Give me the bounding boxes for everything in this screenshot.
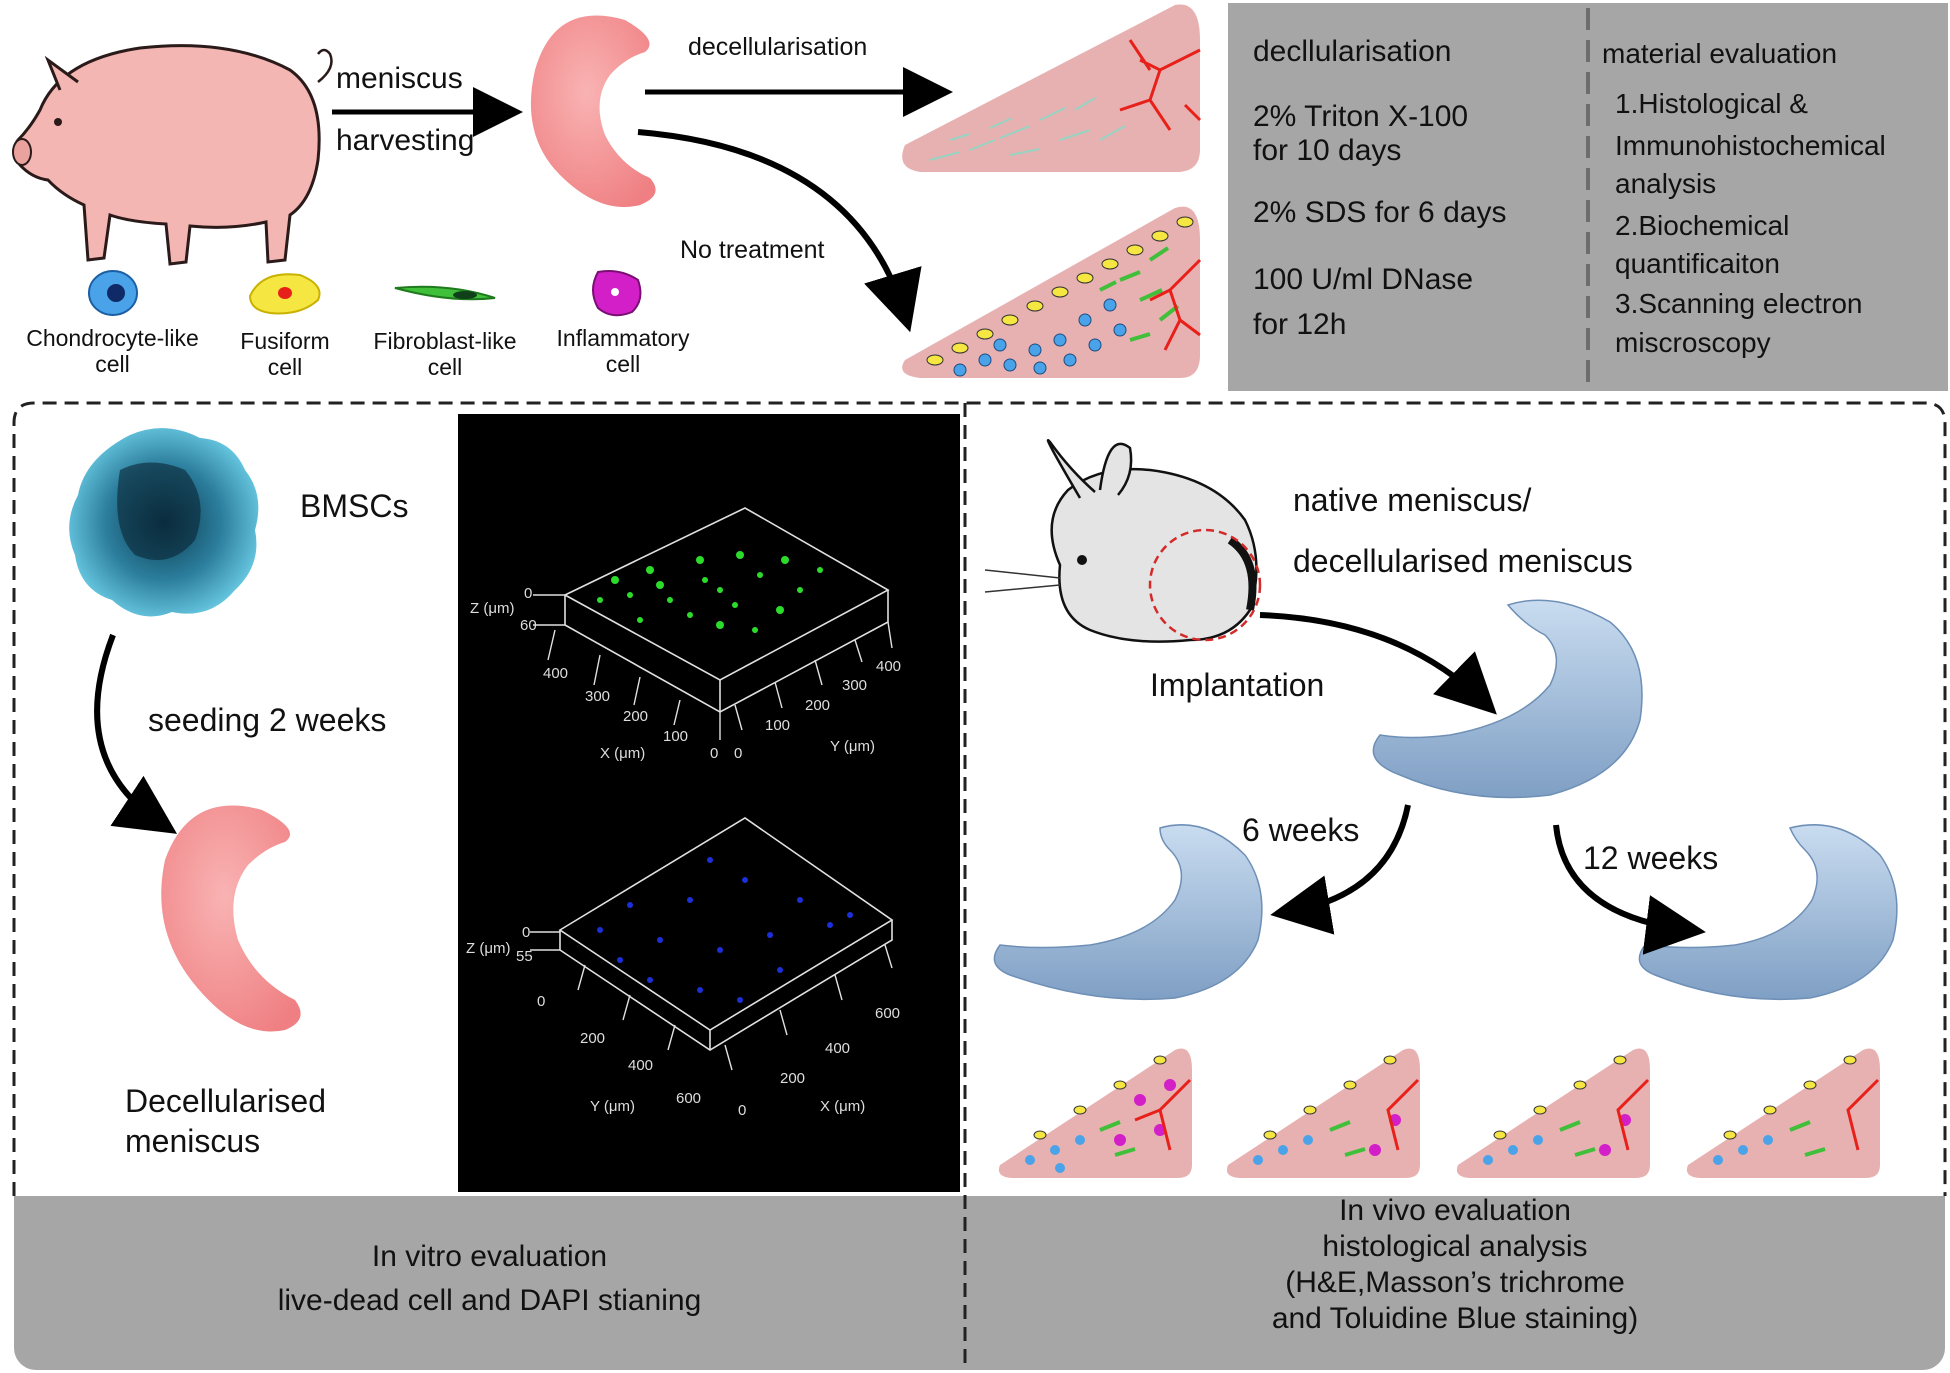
protocol-left-item: for 10 days [1253,134,1402,167]
protocol-right-item: 1.Histological & [1615,88,1808,119]
histology-wedge-2 [1226,1048,1420,1178]
plot2-y-tick: 0 [738,1102,747,1119]
plot1-y-tick: 0 [734,745,743,762]
confocal-image-panel [458,414,960,1192]
rabbit-knee-highlight [1148,528,1262,642]
seeding-label: seeding 2 weeks [148,702,387,738]
twelve-weeks-arrow [1553,824,1706,955]
plot2-y-axis-label: Y (μm) [590,1098,636,1115]
six-weeks-arrow [1270,804,1411,935]
protocol-right-item: Immunohistochemical [1615,130,1886,161]
plot2-y-tick: 600 [676,1090,702,1107]
plot2-x-tick: 600 [875,1005,901,1022]
plot1-z-tick: 60 [520,617,537,634]
protocol-left-item: 100 U/ml DNase [1253,263,1474,296]
plot1-y-tick: 400 [876,658,902,675]
protocol-right-item: quantificaiton [1615,248,1781,279]
implant-meniscus-12-weeks [1638,824,1898,1001]
plot2-y-tick: 400 [628,1057,654,1074]
plot2-x-tick: 200 [780,1070,806,1087]
top-meniscus [530,15,656,207]
protocol-right-item: analysis [1615,168,1717,199]
twelve-weeks-label: 12 weeks [1583,840,1719,876]
decellularised-meniscus-label-line1: Decellularised [125,1083,326,1119]
native-tissue-wedge [902,206,1202,378]
histology-wedge-4 [1686,1048,1880,1178]
seeding-arrow [94,633,178,834]
plot2-x-axis-label: X (μm) [820,1098,866,1115]
protocol-right-title: material evaluation [1602,38,1838,69]
fusiform-cell-icon [248,273,321,315]
protocol-left-item: 2% Triton X-100 [1253,100,1469,133]
native-meniscus-label-line2: decellularised meniscus [1293,543,1633,579]
histology-wedge-1 [998,1048,1192,1178]
protocol-right-item: 2.Biochemical [1615,210,1790,241]
decellularised-meniscus-label-line2: meniscus [125,1123,261,1159]
protocol-left-item: for 12h [1253,308,1347,341]
plot1-y-axis-label: Y (μm) [830,738,876,755]
implantation-label: Implantation [1150,667,1325,703]
pig-illustration [12,44,333,266]
inflammatory-cell-icon [592,270,642,317]
harvest-label-line2: harvesting [336,124,475,157]
plot2-z-tick: 0 [537,993,546,1010]
plot1-x-tick: 400 [543,665,569,682]
plot1-y-tick: 300 [842,677,868,694]
plot1-y-tick: 200 [805,697,831,714]
plot1-x-tick: 300 [585,688,611,705]
fibroblast-cell-icon [394,285,496,301]
plot1-x-tick: 100 [663,728,689,745]
decellularised-meniscus-shape [161,805,301,1032]
plot2-x-tick: 400 [825,1040,851,1057]
chondrocyte-cell-icon [88,270,138,316]
plot1-x-tick: 200 [623,708,649,725]
protocol-left-title: decllularisation [1253,35,1452,68]
decell-arrow-label: decellularisation [688,33,868,61]
plot1-live-cells [597,551,823,633]
protocol-right-item: miscroscopy [1615,327,1771,358]
plot2-z-tick: 0 [522,924,531,941]
protocol-right-item: 3.Scanning electron [1615,288,1863,319]
protocol-box [1228,3,1948,391]
in-vitro-footer: In vitro evaluation live-dead cell and D… [277,1240,702,1317]
rabbit-illustration [984,439,1258,643]
implant-meniscus-main [1372,599,1643,799]
plot1-z-tick: 0 [524,585,533,602]
bmsc-label: BMSCs [300,488,409,524]
in-vivo-footer: In vivo evaluation histological analysis… [1271,1194,1639,1335]
bmsc-cell-illustration [69,428,259,617]
plot2-dapi-nuclei [597,857,853,1003]
harvest-label-line1: meniscus [336,62,463,95]
decell-tissue-wedge [902,4,1202,173]
no-treatment-label: No treatment [680,236,825,264]
implant-meniscus-6-weeks [993,824,1263,1001]
plot1-x-tick: 0 [710,745,719,762]
protocol-left-item: 2% SDS for 6 days [1253,196,1507,229]
six-weeks-label: 6 weeks [1242,812,1360,848]
plot1-z-axis-label: Z (μm) [470,600,515,617]
dashed-frame [12,401,1947,1196]
no-treatment-arrow [637,129,922,333]
histology-wedge-3 [1456,1048,1650,1178]
plot2-z-tick: 55 [516,948,533,965]
plot2-wireframe [558,817,894,1051]
bottom-footer-band [14,1196,1945,1370]
plot1-y-tick: 100 [765,717,791,734]
native-meniscus-label-line1: native meniscus/ [1293,482,1532,518]
plot2-z-axis-label: Z (μm) [466,940,511,957]
plot1-x-axis-label: X (μm) [600,745,646,762]
implantation-arrow [1259,612,1497,715]
plot2-y-tick: 200 [580,1030,606,1047]
